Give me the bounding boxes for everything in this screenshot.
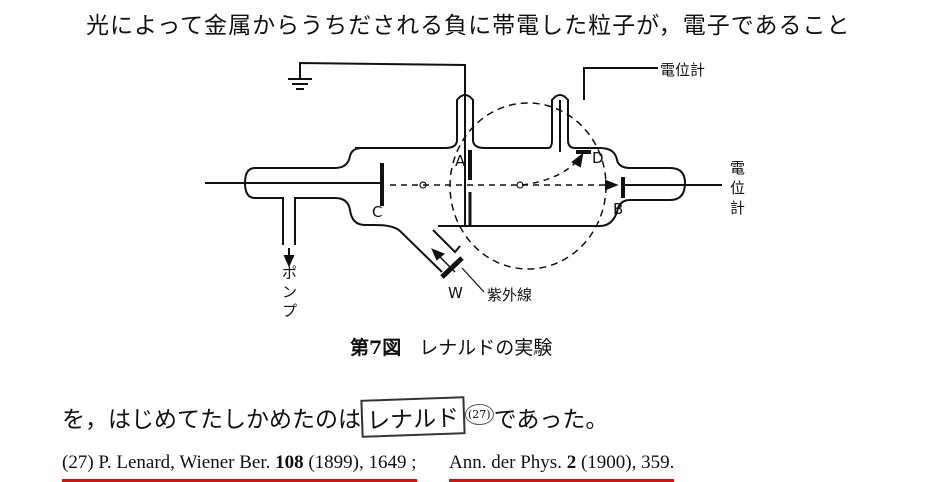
label-pump: ポンプ	[282, 264, 298, 320]
meter-wire-top	[583, 67, 658, 100]
label-b: B	[613, 200, 624, 218]
boxed-name: レナルド	[360, 396, 466, 438]
glass-tube	[243, 94, 687, 273]
footnote-reference: (27) P. Lenard, Wiener Ber. 108 (1899), …	[62, 452, 675, 482]
ref-lenard-wiener: (27) P. Lenard, Wiener Ber. 108 (1899), …	[62, 452, 417, 482]
figure-caption: 第7図レナルドの実験	[350, 333, 552, 360]
ground-icon	[288, 78, 312, 90]
label-meter-top: 電位計	[660, 61, 706, 79]
label-meter-right: 電位計	[730, 159, 746, 217]
label-w: W	[448, 284, 463, 302]
label-d: D	[592, 149, 604, 167]
body-text-line-1: 光によって金属からうちだされる負に帯電した粒子が，電子であること	[86, 13, 851, 39]
label-a: A	[455, 152, 466, 170]
label-c: C	[372, 203, 383, 221]
deflected-path	[521, 159, 579, 186]
ground-wire	[299, 61, 466, 100]
caption-title: レナルドの実験	[419, 337, 553, 359]
window-w	[440, 256, 464, 279]
body-text-line-2: を，はじめてたしかめたのはレナルド(27)であった。	[62, 396, 608, 438]
footnote-marker: (27)	[465, 404, 494, 426]
label-uv: 紫外線	[487, 286, 533, 304]
caption-number: 第7図	[350, 337, 402, 359]
ref-ann-phys: Ann. der Phys. 2 (1900), 359.	[449, 452, 675, 482]
